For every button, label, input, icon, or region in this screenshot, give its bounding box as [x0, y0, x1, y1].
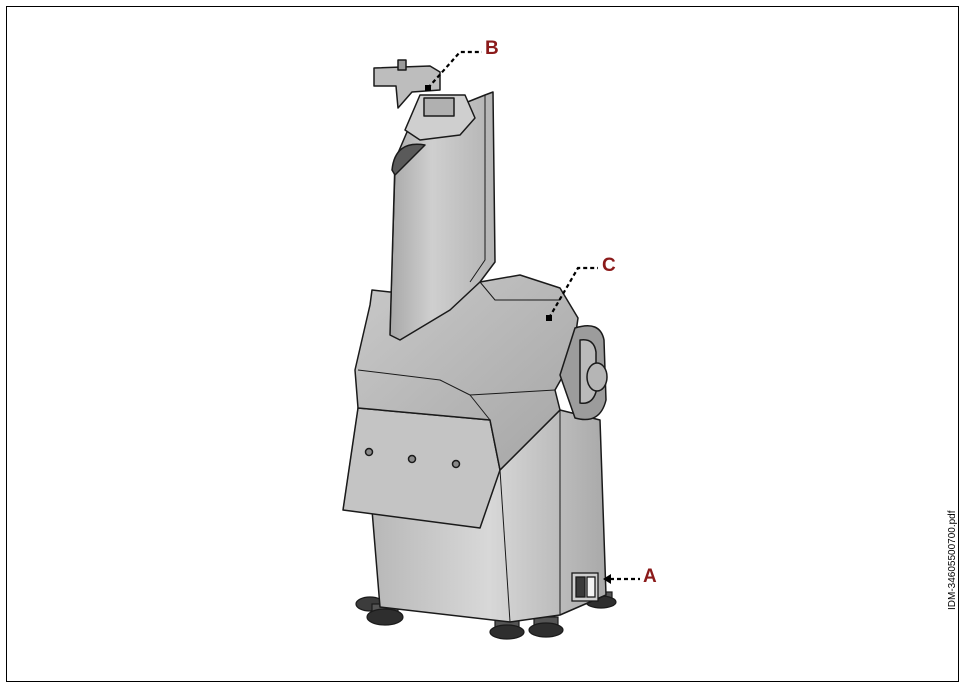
pusher-lever: [373, 59, 476, 141]
side-knob: [559, 325, 608, 421]
marker-c: [546, 315, 552, 321]
leader-c: [548, 266, 598, 319]
callout-label-c: C: [602, 255, 616, 276]
diagram-frame: [6, 6, 959, 682]
callout-leaders: [427, 50, 640, 581]
discharge-chute: [342, 407, 501, 529]
document-id: IDM-34605500700.pdf: [947, 510, 958, 610]
power-switch: [571, 572, 599, 602]
leader-b: [427, 50, 482, 89]
callout-label-b: B: [485, 38, 499, 59]
marker-b: [425, 85, 431, 91]
callout-label-a: A: [643, 566, 657, 587]
callout-markers: [425, 85, 611, 584]
marker-a: [603, 574, 611, 584]
feed-tube: [389, 91, 496, 341]
